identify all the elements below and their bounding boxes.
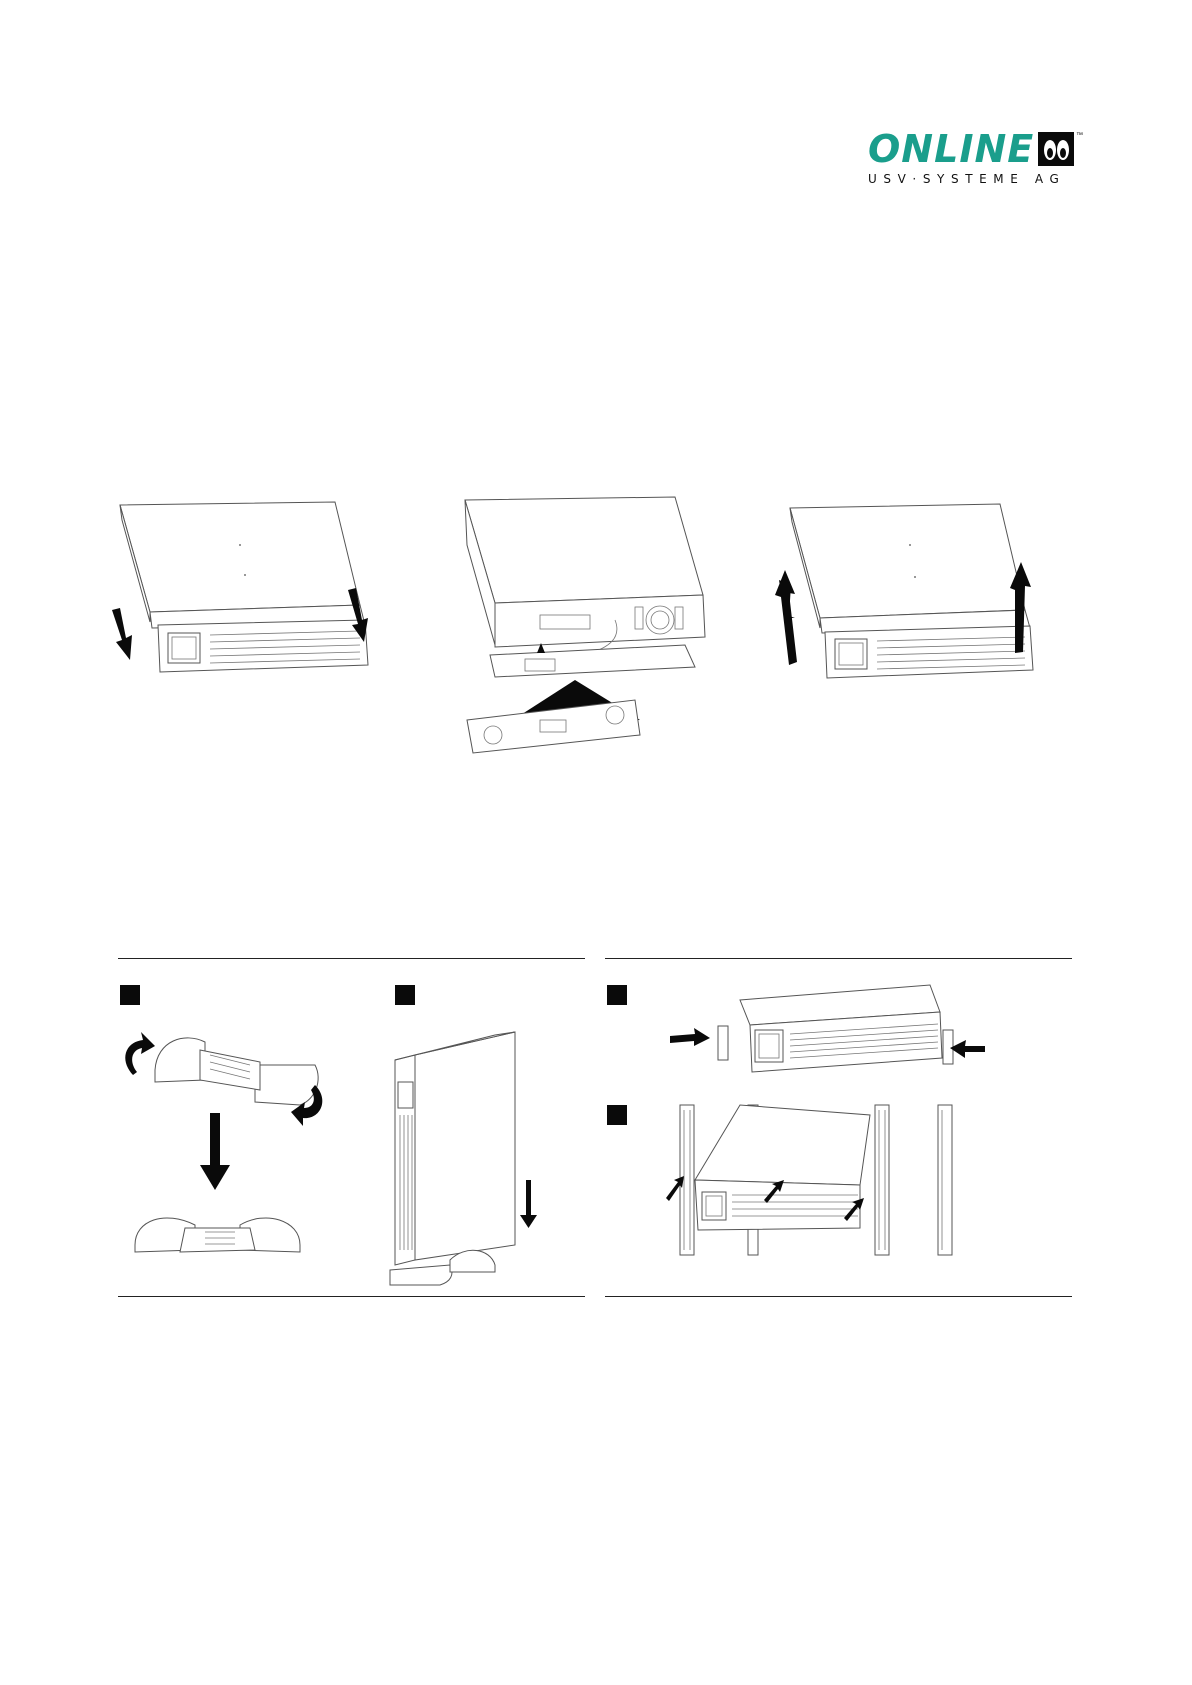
figure-rack-install [660, 1100, 960, 1260]
brand-eyes-icon [1038, 132, 1074, 166]
trademark-symbol: ™ [1076, 132, 1083, 139]
step-marker-rack-2 [607, 1105, 627, 1125]
section-rule-tower-top [118, 958, 585, 959]
section-rule-rack-bottom [605, 1296, 1072, 1297]
section-rule-tower-bottom [118, 1296, 585, 1297]
brand-logo: ONLINE ™ USV·SYSTEME AG [868, 130, 1078, 186]
figure-rack-ears-attach [660, 980, 1000, 1080]
figure-tower-stand-assembly [115, 1020, 325, 1270]
step-marker-rack-1 [607, 985, 627, 1005]
section-rule-rack-top [605, 958, 1072, 959]
step-marker-tower-1 [120, 985, 140, 1005]
figure-front-panel-battery-connect [455, 495, 715, 755]
brand-tagline: USV·SYSTEME AG [868, 172, 1078, 186]
step-marker-tower-2 [395, 985, 415, 1005]
figure-front-panel-attach [775, 500, 1075, 700]
figure-tower-install [390, 1020, 540, 1290]
figure-front-panel-remove [110, 500, 390, 700]
brand-wordmark: ONLINE [868, 130, 1034, 168]
